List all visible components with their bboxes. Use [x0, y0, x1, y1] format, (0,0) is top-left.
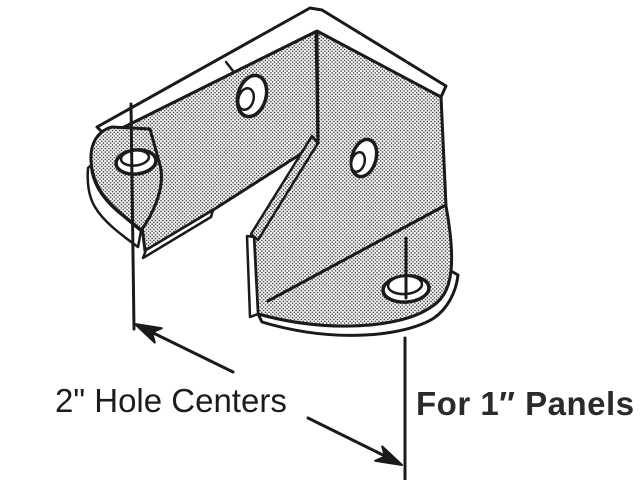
- corner-fold-line: [314, 30, 320, 145]
- dimension-line-left-segment: [137, 324, 235, 374]
- left-flange: [86, 125, 163, 249]
- left-flange-bottom-edge: [86, 163, 143, 249]
- left-plate-hole: [235, 73, 269, 119]
- dimension-annotation: [129, 102, 408, 480]
- dimension-arrowhead-left: [134, 323, 163, 344]
- right-plate: [245, 29, 460, 337]
- flange-crease-line: [266, 204, 446, 303]
- ridge-joint-tick: [224, 60, 235, 73]
- right-plate-hole: [349, 137, 379, 179]
- dimension-arrowhead-right: [374, 445, 403, 466]
- top-edge-ridge: [95, 6, 448, 138]
- hole-centers-dimension-label: 2" Hole Centers: [55, 382, 287, 419]
- panel-size-label: For 1″ Panels: [416, 385, 635, 422]
- left-extension-line: [129, 102, 136, 331]
- right-flange-bottom-edge: [256, 269, 460, 337]
- left-plate-bottom-edge: [141, 208, 215, 260]
- panel-slot-edge: [249, 134, 320, 242]
- right-plate-front-edge: [245, 234, 260, 319]
- left-flange-hole: [114, 148, 158, 176]
